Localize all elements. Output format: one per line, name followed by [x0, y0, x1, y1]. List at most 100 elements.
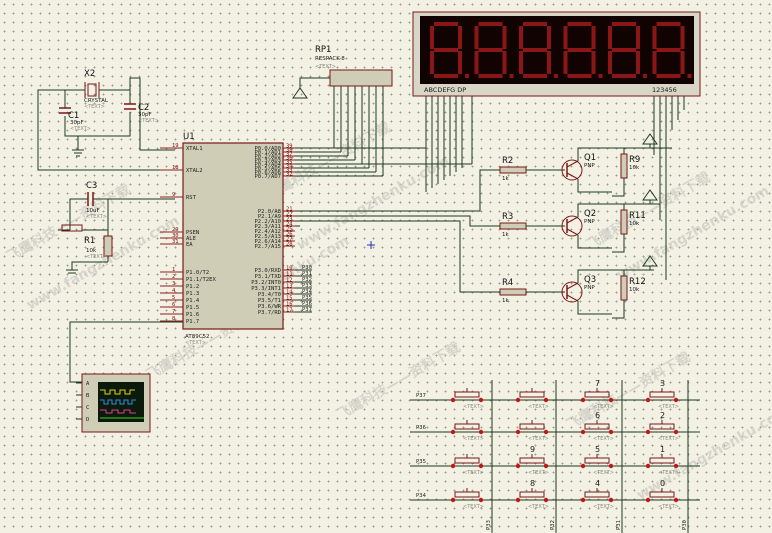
svg-text:10k: 10k	[629, 221, 640, 227]
keypad-key[interactable]: 1<TEXT>	[645, 445, 679, 476]
svg-text:PNP: PNP	[584, 285, 595, 291]
svg-text:7: 7	[172, 309, 175, 315]
rp1-ref: RP1	[315, 45, 331, 55]
svg-text:3: 3	[172, 281, 175, 287]
svg-text:<TEXT>: <TEXT>	[528, 504, 549, 510]
keypad-key[interactable]: 6<TEXT>	[580, 411, 614, 442]
keypad-key[interactable]: 0<TEXT>	[645, 479, 679, 510]
svg-text:10k: 10k	[629, 287, 640, 293]
svg-text:35: 35	[286, 160, 293, 166]
svg-text:1: 1	[660, 445, 665, 454]
keypad-key[interactable]: 8<TEXT>	[515, 479, 549, 510]
svg-text:R11: R11	[629, 211, 646, 221]
c1-ref: C1	[68, 111, 79, 121]
svg-text:24: 24	[286, 222, 293, 228]
net-label: P30	[302, 265, 312, 271]
svg-text:PNP: PNP	[584, 163, 595, 169]
svg-text:<TEXT>: <TEXT>	[658, 504, 679, 510]
svg-text:<TEXT>: <TEXT>	[463, 470, 484, 476]
display-segment-label: ABCDEFG DP	[424, 86, 466, 94]
reset-button[interactable]	[61, 224, 83, 232]
keypad-key[interactable]: 2<TEXT>	[645, 411, 679, 442]
keypad-row-label: P35	[416, 459, 426, 465]
svg-text:1k: 1k	[502, 176, 509, 182]
svg-text:37: 37	[286, 152, 293, 158]
svg-text:4: 4	[595, 479, 600, 488]
net-label: P34	[302, 289, 313, 295]
svg-text:EA: EA	[186, 242, 193, 248]
oscilloscope[interactable]: ABCD	[76, 373, 151, 433]
u1-pin: 22 P2.1/A9	[258, 212, 295, 220]
svg-text:P0.7/AD7: P0.7/AD7	[255, 174, 282, 180]
resistor-pack-rp1[interactable]: RP1 RESPACK-8 <TEXT>	[292, 45, 393, 176]
c3-value: 10uF	[86, 208, 100, 214]
svg-text:33: 33	[286, 168, 293, 174]
keypad-key[interactable]: <TEXT>	[515, 388, 549, 410]
keypad-key[interactable]: <TEXT>	[450, 420, 484, 442]
svg-text:P2.1/A9: P2.1/A9	[258, 214, 281, 220]
svg-text:<TEXT>: <TEXT>	[658, 404, 679, 410]
c2-text: <TEXT>	[138, 118, 159, 124]
c1-text: <TEXT>	[70, 126, 91, 132]
crystal-oscillator[interactable]: X2 CRYSTAL <TEXT> C1 30pF <TEXT> C2 30pF…	[37, 69, 175, 171]
display-digit	[652, 22, 692, 78]
keypad-key[interactable]: <TEXT>	[450, 488, 484, 510]
svg-text:10k: 10k	[629, 165, 640, 171]
c1-value: 30pF	[70, 120, 84, 126]
keypad-key[interactable]: 9 <TEXT>	[515, 445, 549, 476]
svg-text:12: 12	[286, 278, 293, 284]
crosshair-cursor-icon	[367, 241, 375, 249]
svg-text:C: C	[86, 405, 89, 411]
svg-text:P3.6/WR: P3.6/WR	[258, 304, 282, 310]
svg-text:P0.4/AD4: P0.4/AD4	[255, 162, 282, 168]
svg-text:9: 9	[530, 445, 535, 454]
keypad-key[interactable]: 3<TEXT>	[645, 379, 679, 410]
svg-text:P3.5/T1: P3.5/T1	[258, 298, 281, 304]
svg-text:R2: R2	[502, 156, 513, 166]
keypad-key[interactable]: <TEXT>	[450, 454, 484, 476]
svg-text:<TEXT>: <TEXT>	[528, 470, 549, 476]
reset-circuit[interactable]: C3 10uF <TEXT> R1 10k <TEXT>	[58, 181, 175, 274]
keypad-key[interactable]: 4<TEXT>	[580, 479, 614, 510]
svg-text:P0.3/AD3: P0.3/AD3	[255, 158, 282, 164]
keypad-key[interactable]: <TEXT>	[450, 388, 484, 410]
svg-text:Q3: Q3	[584, 275, 596, 285]
keypad-key[interactable]: 7<TEXT>	[580, 379, 614, 410]
svg-text:8: 8	[172, 316, 175, 322]
display-digit	[608, 22, 647, 78]
svg-text:22: 22	[286, 212, 293, 218]
svg-text:17: 17	[286, 308, 293, 314]
rp1-part: RESPACK-8	[315, 56, 345, 62]
seven-segment-display[interactable]: ABCDEFG DP 123456	[412, 11, 701, 280]
watermark-url: www.fangzhenku.com	[634, 403, 772, 504]
svg-text:P0.1/AD1: P0.1/AD1	[255, 150, 282, 156]
c2-value: 30pF	[138, 112, 152, 118]
keypad-key[interactable]: 5<TEXT>	[580, 445, 614, 476]
transistor-drivers[interactable]: R21kQ1PNPR910kR31kQ2PNPR1110kR41kQ3PNPR1…	[499, 133, 672, 319]
svg-text:10: 10	[286, 266, 293, 272]
u1-pin: 35 P0.4/AD4	[255, 160, 295, 168]
keypad-key[interactable]: <TEXT>	[515, 420, 549, 442]
display-digit-label: 123456	[652, 86, 677, 94]
svg-text:<TEXT>: <TEXT>	[658, 436, 679, 442]
svg-text:<TEXT>: <TEXT>	[463, 504, 484, 510]
